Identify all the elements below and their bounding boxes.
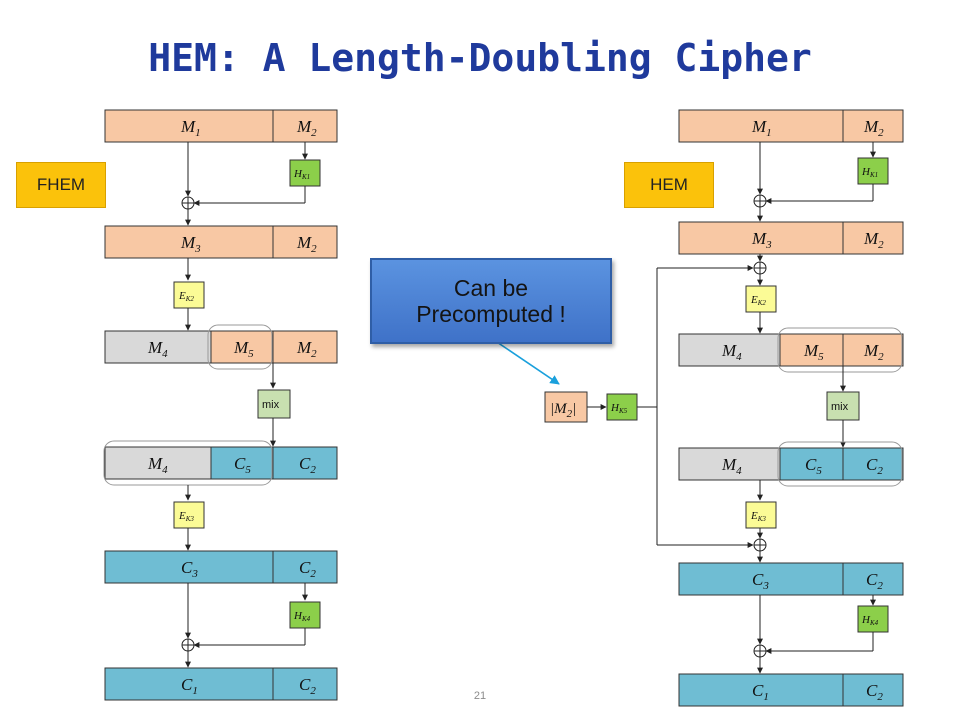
svg-text:C2: C2 [299,675,316,697]
hash-k4 [289,601,321,629]
svg-text:C2: C2 [866,681,883,703]
svg-text:C2: C2 [299,454,316,476]
svg-text:mix: mix [262,399,280,411]
svg-text:M2: M2 [296,338,317,360]
hem-label: HEM [624,162,714,208]
svg-text:M4: M4 [147,338,168,360]
svg-text:M2: M2 [863,229,884,251]
enc-k2 [173,281,205,309]
svg-text:EK3: EK3 [750,510,766,523]
mix-group-1 [207,324,273,370]
callout-line-1: Can be [453,274,529,301]
callout-pointer [487,335,560,385]
svg-text:|M2|: |M2| [550,401,576,420]
hash-k5 [606,393,638,421]
block-c5 [210,446,274,480]
enc-k3 [173,501,205,529]
block-len-m2 [544,391,588,423]
precompute-callout: Can be Precomputed ! [370,258,612,344]
callout-line-2: Precomputed ! [416,301,566,327]
svg-text:M2: M2 [863,117,884,139]
svg-text:C1: C1 [752,681,769,703]
block-m3 [104,225,274,259]
svg-text:EK2: EK2 [178,290,194,303]
svg-text:mix: mix [831,401,849,413]
block-m2-c [272,330,338,364]
svg-text:C1: C1 [181,675,198,697]
svg-text:EK3: EK3 [178,510,194,523]
block-m4-b [104,446,212,480]
fhem-diagram: M1 M2 HK1 M3 M2 EK2 M4 M5 M2 mix [103,109,338,701]
block-c2 [272,446,338,480]
block-m2-b [272,225,338,259]
svg-text:HK4: HK4 [861,614,879,627]
svg-text:M2: M2 [863,341,884,363]
block-m2 [272,109,338,143]
svg-text:M4: M4 [721,455,742,477]
slide-number: 21 [473,690,487,702]
fhem-label: FHEM [16,162,106,208]
page-title: HEM: A Length-Doubling Cipher [148,36,812,80]
svg-text:HK1: HK1 [293,168,310,181]
block-m5 [210,330,274,364]
hash-k1 [289,159,321,187]
svg-text:C2: C2 [866,570,883,592]
block-c1 [104,667,274,701]
svg-text:M4: M4 [147,454,168,476]
block-m4 [104,330,212,364]
svg-text:M3: M3 [751,229,772,251]
hem-diagram: M1 M2 HK1 M3 M2 EK2 M4 M5 M2 mix [487,109,904,707]
svg-text:HK1: HK1 [861,166,878,179]
svg-text:HK4: HK4 [293,610,311,623]
block-c3 [104,550,274,584]
svg-text:C2: C2 [866,455,883,477]
svg-text:C2: C2 [299,558,316,580]
svg-text:C5: C5 [234,454,251,476]
svg-text:C5: C5 [805,455,822,477]
svg-text:C3: C3 [181,558,198,580]
block-c2-b [272,550,338,584]
svg-text:C3: C3 [752,570,769,592]
svg-text:M4: M4 [721,341,742,363]
svg-text:M3: M3 [180,233,201,255]
svg-text:EK2: EK2 [750,294,766,307]
label-m2: M2 [296,117,317,139]
svg-text:M1: M1 [751,117,772,139]
block-m1 [104,109,274,143]
svg-text:M2: M2 [296,233,317,255]
block-c2-c [272,667,338,701]
label-m1: M1 [180,117,201,139]
svg-text:M5: M5 [803,341,824,363]
svg-text:HK5: HK5 [610,402,628,415]
svg-text:M5: M5 [233,338,254,360]
mix-box [257,389,291,419]
